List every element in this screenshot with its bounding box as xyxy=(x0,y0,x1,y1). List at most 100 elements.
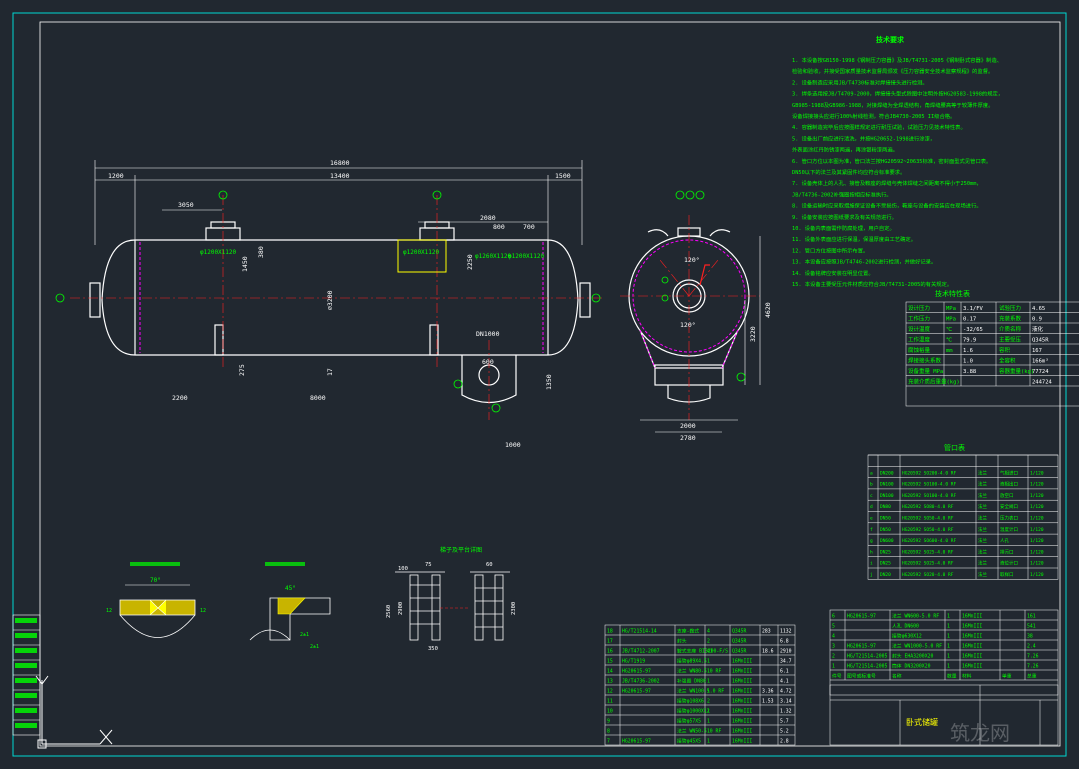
inner-frame xyxy=(39,21,1061,747)
bom2-cell: 541 xyxy=(1027,624,1036,630)
bom2-cell: 16MnIII xyxy=(962,634,982,640)
tech-line: 13. 本设备应按照JB/T4746-2002进行检测，并做好记录。 xyxy=(792,258,936,266)
spec-cell: 工作温度 xyxy=(908,336,931,344)
bom-cell: 1.53 xyxy=(762,699,774,705)
bom-cell: 16MnIII xyxy=(732,739,752,745)
bom-header-cell: 总重 xyxy=(1027,673,1037,680)
bom-cell: 11 xyxy=(607,699,613,705)
bom-cell: HG20615-97 xyxy=(622,689,651,695)
ladder-h3: 2300 xyxy=(511,602,517,615)
spec-cell: 充装介质后重量(kg) xyxy=(908,378,960,386)
bom-cell: 17 xyxy=(607,639,613,645)
nozzle-cell: h xyxy=(870,549,873,555)
bom-cell: Q345R xyxy=(732,629,747,635)
dim-bottom-offset: 17 xyxy=(326,368,334,376)
dim-manhole-4: φ1200X1120 xyxy=(508,253,545,260)
nozzle-cell: 1/120 xyxy=(1030,504,1044,510)
nozzle-cell: e xyxy=(870,517,873,522)
bom2-cell: 2.4 xyxy=(1027,644,1036,650)
bom-cell: 9 xyxy=(607,719,610,725)
nozzle-cell: 1/120 xyxy=(1030,470,1044,476)
nozzle-cell: d xyxy=(870,504,873,510)
tech-line: 设备焊接接头应进行100%射线检测，符合JB4730-2005 II级合格。 xyxy=(792,112,955,120)
bom2-cell: 6 xyxy=(832,614,835,620)
ladder-title: 梯子及平台详图 xyxy=(440,546,482,554)
weld1-angle: 70° xyxy=(150,577,161,584)
nozzle-cell: DN100 xyxy=(880,482,894,488)
tech-line: GB985-1988及GB986-1988，对接焊缝为全焊透结构，角焊缝腰高等于… xyxy=(792,101,994,109)
bom-cell: 16MnIII xyxy=(732,679,752,685)
bom2-cell: 161 xyxy=(1027,614,1036,620)
nozzle-title: 管口表 xyxy=(944,443,965,452)
bom-cell: 4 xyxy=(707,629,710,635)
dim-side-w2: 2780 xyxy=(680,434,696,442)
nozzle-cell: 法兰 xyxy=(978,481,987,488)
bom-cell: 13 xyxy=(607,679,613,685)
bom-cell: 1 xyxy=(707,659,710,665)
dim-noz2: 2080 xyxy=(480,214,496,222)
spec-cell: 3.88 xyxy=(963,369,976,375)
bom-cell: 16MnIII xyxy=(732,689,752,695)
bom-cell: 1 xyxy=(707,669,710,675)
spec-cell: 0.17 xyxy=(963,317,976,323)
dim-height-mid: 1450 xyxy=(241,256,249,272)
bom-cell: 封头 xyxy=(677,638,687,645)
dim-ang2: 120° xyxy=(680,321,696,329)
spec-cell: 设备重量 MPa xyxy=(908,367,943,375)
bom-cell: 18.6 xyxy=(762,649,774,655)
bom2-cell: 封头 EHA3200X20 xyxy=(892,653,933,660)
bom2-cell: 16MnIII xyxy=(962,614,982,620)
bom2-cell: HG/T21514-2005 xyxy=(847,664,888,670)
tech-line: 9. 设备安装应按图纸要求及有关规范进行。 xyxy=(792,213,897,221)
bom-cell: 16MnIII xyxy=(732,729,752,735)
nozzle-cell: 气相进口 xyxy=(1000,469,1018,476)
dim-sump-w: 1000 xyxy=(505,441,521,449)
nozzle-cell: 法兰 xyxy=(978,503,987,510)
bom-cell: 5.7 xyxy=(780,719,789,725)
nozzle-cell: 法兰 xyxy=(978,571,987,578)
ucs-icon xyxy=(35,675,113,749)
bom-cell: 16MnIII xyxy=(732,719,752,725)
bom2-cell: 7.26 xyxy=(1027,654,1039,660)
bom-cell: 5.2 xyxy=(780,729,789,735)
bom-cell: 1 xyxy=(707,709,710,715)
weld1-a: 12 xyxy=(106,608,112,614)
bom-cell: 3.14 xyxy=(780,699,792,705)
bom-header-cell: 材料 xyxy=(962,673,972,680)
bom2-cell: HG/T21514-2005 xyxy=(847,654,888,660)
bom2-cell: 38 xyxy=(1027,634,1033,640)
bom2-cell: 2 xyxy=(832,654,835,660)
nozzle-cell: 1/120 xyxy=(1030,527,1044,533)
bom2-cell: 人孔 DN600 xyxy=(892,623,919,630)
tech-line: 8. 设备运输时应采取措施保证设备不受损伤，鞍座与设备的安装应在现场进行。 xyxy=(792,202,982,210)
dim-ang1: 120° xyxy=(684,256,700,264)
bom-cell: 1 xyxy=(707,719,710,725)
nozzle-cell: 法兰 xyxy=(978,515,987,522)
spec-cell: 焊接接头系数 xyxy=(908,357,942,365)
spec-cell: mm xyxy=(946,348,953,354)
tech-line: 11. 设备外表面应进行保温，保温厚度由工艺确定。 xyxy=(792,235,916,243)
nozzle-cell: 法兰 xyxy=(978,526,987,533)
bom-cell: 1 xyxy=(707,729,710,735)
spec-cell: 166m³ xyxy=(1032,358,1049,365)
nozzle-cell: 人孔 xyxy=(1000,537,1009,544)
bom-cell: 16MnIII xyxy=(732,699,752,705)
nozzle-cell: DN600 xyxy=(880,538,894,544)
bom2-cell: 接管φ630X12 xyxy=(892,633,922,640)
bom-cell: 接管φ89X4.5 xyxy=(677,658,707,665)
tank-side-view: 2000 2780 4620 3220 120° 120° xyxy=(620,190,772,442)
spec-cell: 容积 xyxy=(999,346,1011,354)
weld1-b: 12 xyxy=(200,608,206,614)
bom-cell: 接管φ108X6 xyxy=(677,698,704,705)
nozzle-cell: DN80 xyxy=(880,504,891,510)
nozzle-cell: 取样口 xyxy=(1000,571,1014,578)
bom-cell: Q345R xyxy=(732,649,747,655)
dim-leg: 275 xyxy=(238,364,246,376)
bom-header-cell: 数量 xyxy=(947,673,957,680)
side-internal-pipe xyxy=(699,264,710,286)
bom-cell: 4.1 xyxy=(780,679,789,685)
tech-line: 1. 本设备按GB150-1998《钢制压力容器》及JB/T4731-2005《… xyxy=(792,56,1002,64)
